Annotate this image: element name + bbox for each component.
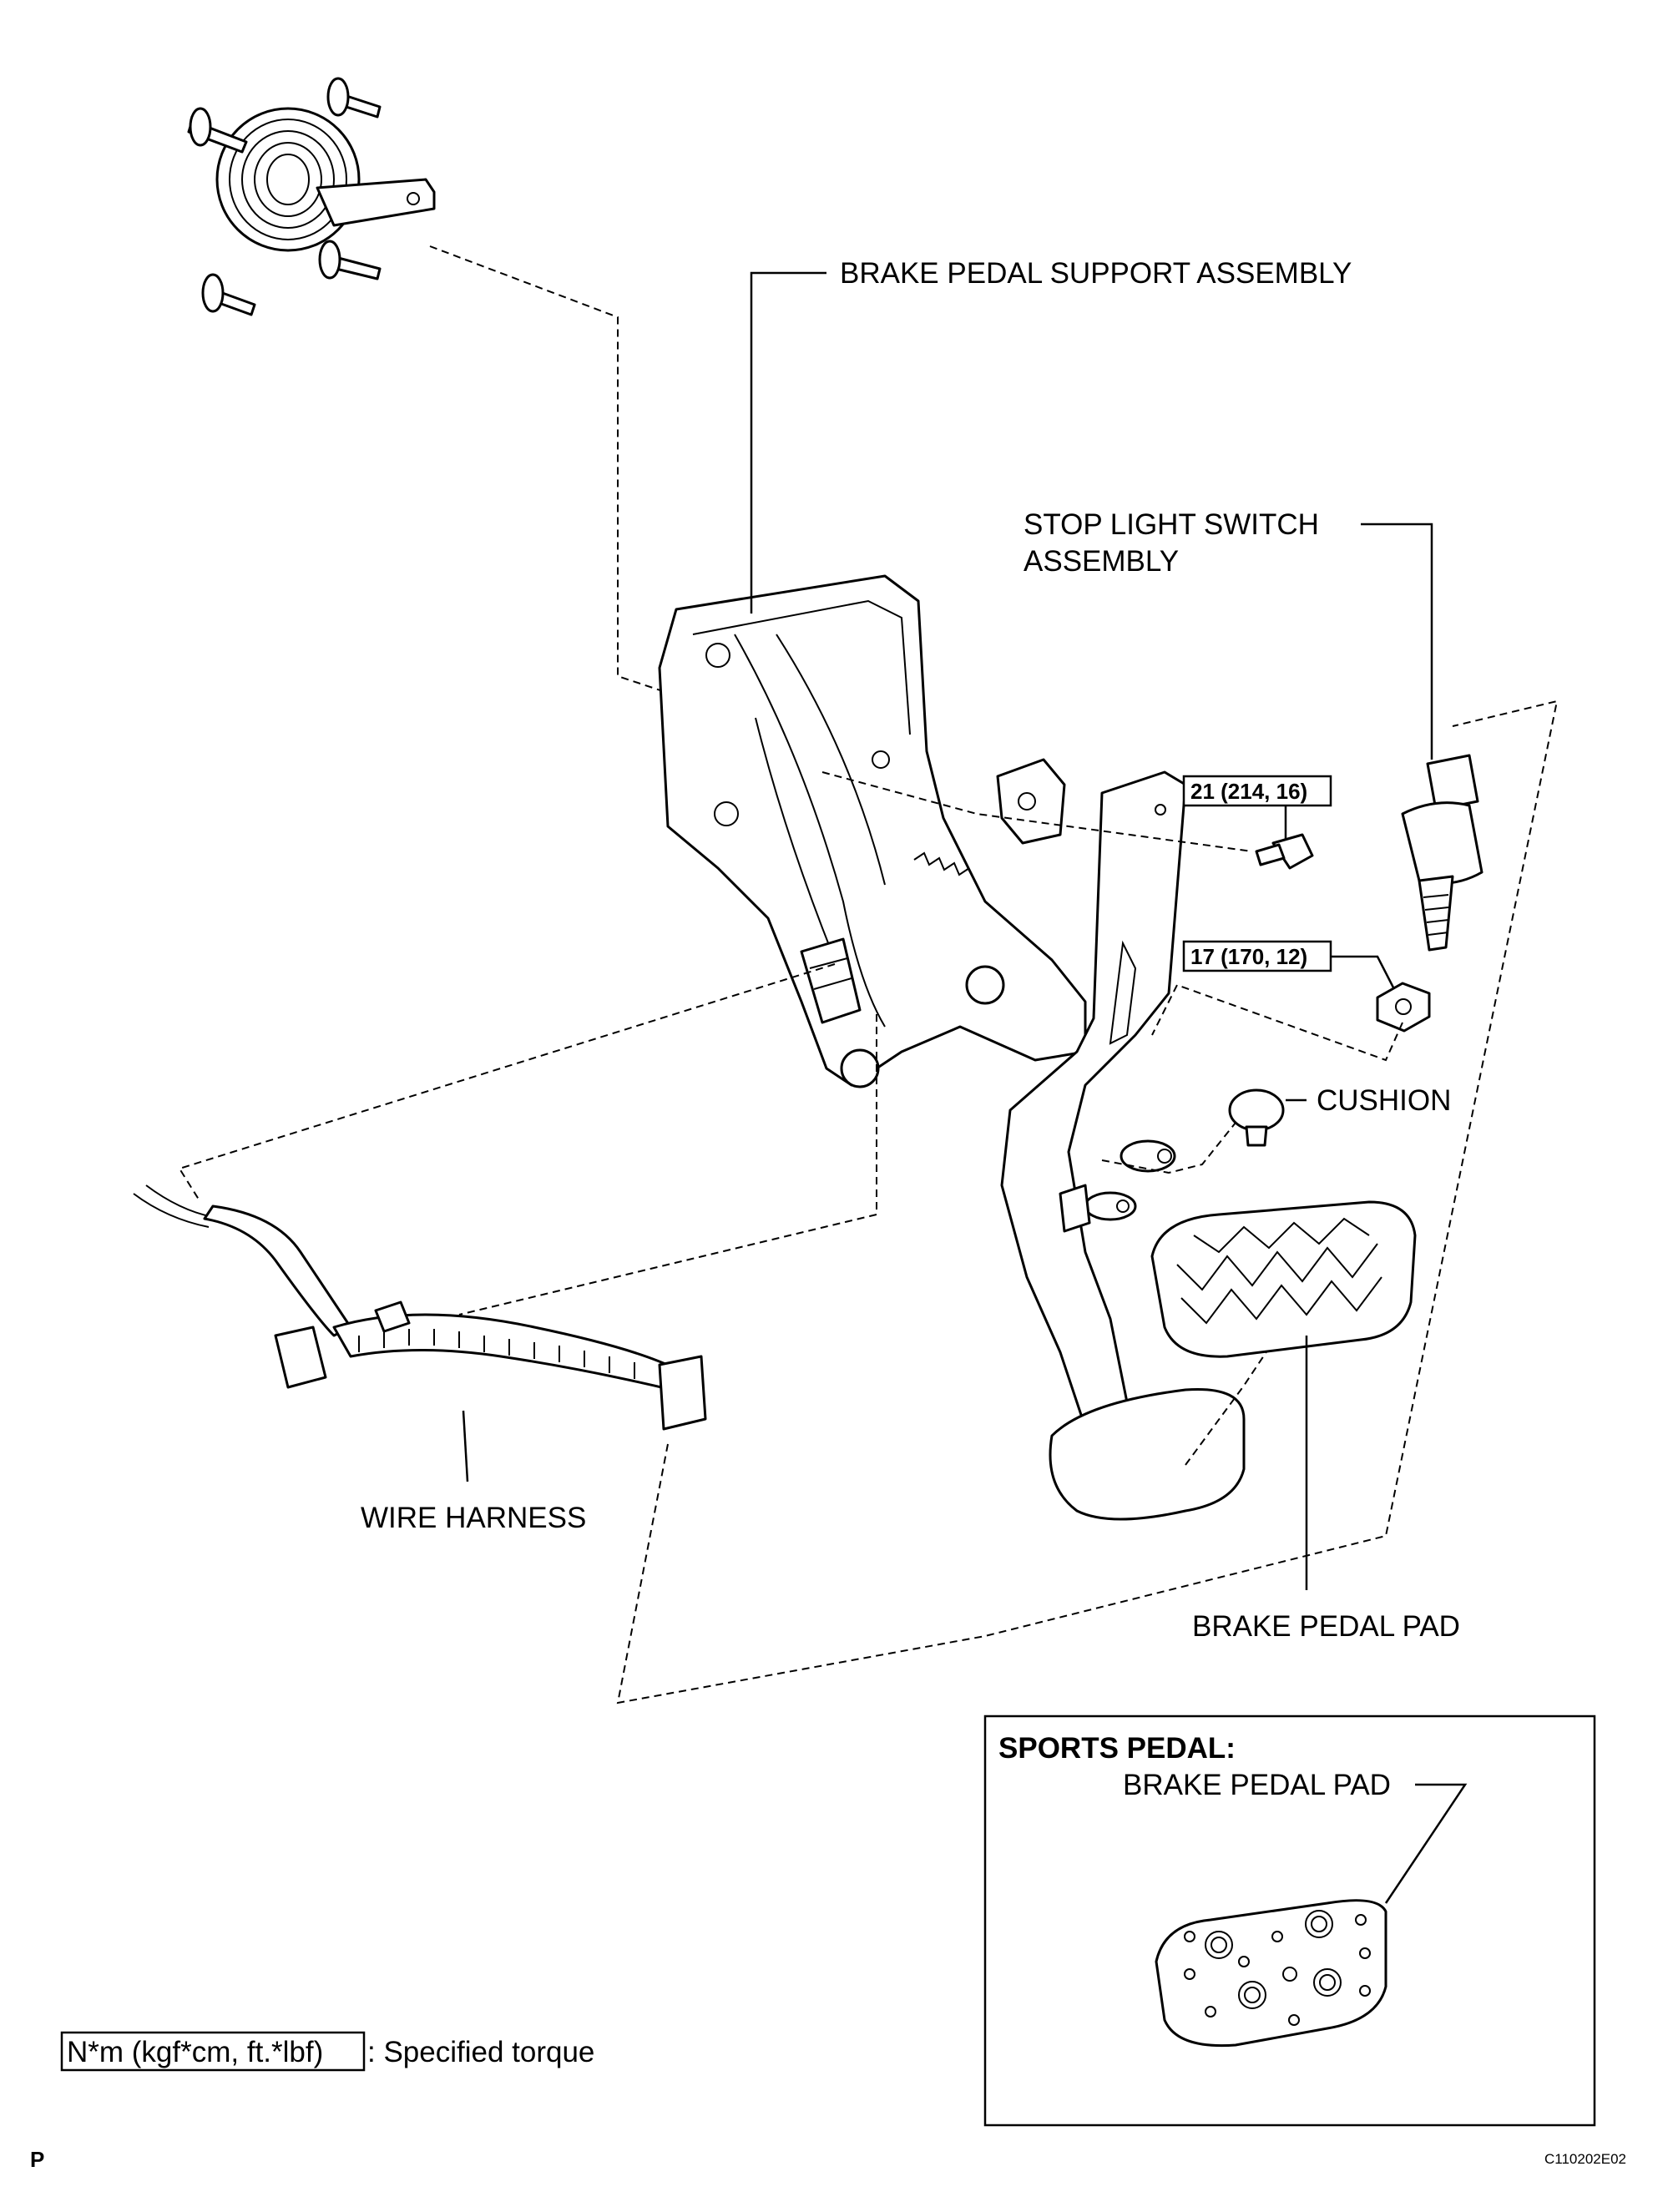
switch-leader bbox=[1361, 523, 1433, 760]
inset-label-brake-pedal-pad: BRAKE PEDAL PAD bbox=[1123, 1769, 1391, 1801]
harness-align-line-2 bbox=[458, 1014, 877, 1316]
torque-box-nut: 17 (170, 12) bbox=[1182, 940, 1396, 990]
torque-bolt-value: 21 (214, 16) bbox=[1190, 779, 1307, 804]
brake-booster-part bbox=[187, 77, 436, 316]
label-brake-pedal-support: BRAKE PEDAL SUPPORT ASSEMBLY bbox=[840, 257, 1352, 290]
stop-light-switch-part bbox=[1401, 754, 1483, 952]
legend-description: : Specified torque bbox=[367, 2036, 594, 2068]
brake-pedal-support-part bbox=[658, 574, 1087, 1088]
torque-nut-value: 17 (170, 12) bbox=[1190, 944, 1307, 969]
support-leader bbox=[750, 271, 826, 614]
label-cushion: CUSHION bbox=[1317, 1084, 1451, 1117]
figure-code: C110202E02 bbox=[1544, 2151, 1626, 2167]
inset-title: SPORTS PEDAL: bbox=[998, 1732, 1236, 1765]
switch-align-line bbox=[616, 699, 1559, 1704]
cushion-part bbox=[1228, 1088, 1285, 1147]
wire-harness-part bbox=[133, 1184, 707, 1431]
torque-box-bolt: 21 (214, 16) bbox=[1182, 775, 1332, 839]
label-wire-harness: WIRE HARNESS bbox=[361, 1502, 586, 1534]
sports-pedal-pad-part bbox=[1155, 1899, 1387, 2048]
harness-leader bbox=[462, 1410, 469, 1482]
nut-align-line bbox=[1151, 983, 1403, 1062]
cushion-align-line bbox=[1101, 1122, 1236, 1174]
nut-part bbox=[1376, 982, 1431, 1033]
label-stop-light-switch-2: ASSEMBLY bbox=[1024, 545, 1179, 578]
bolt-align-line bbox=[821, 771, 1253, 852]
harness-align-line-1 bbox=[178, 963, 836, 1203]
label-brake-pedal-pad: BRAKE PEDAL PAD bbox=[1192, 1610, 1460, 1643]
page-letter: P bbox=[30, 2147, 44, 2172]
torque-legend: N*m (kgf*cm, ft.*lbf) : Specified torque bbox=[60, 2031, 594, 2072]
label-stop-light-switch-1: STOP LIGHT SWITCH bbox=[1024, 508, 1319, 541]
bolt-part bbox=[1255, 833, 1314, 870]
brake-pedal-arm-part bbox=[1000, 770, 1187, 1429]
sports-pedal-inset: SPORTS PEDAL: BRAKE PEDAL PAD bbox=[983, 1715, 1596, 2127]
brake-pedal-pad-part bbox=[1150, 1200, 1417, 1358]
legend-unit: N*m (kgf*cm, ft.*lbf) bbox=[67, 2036, 323, 2068]
booster-align-line bbox=[429, 245, 669, 694]
